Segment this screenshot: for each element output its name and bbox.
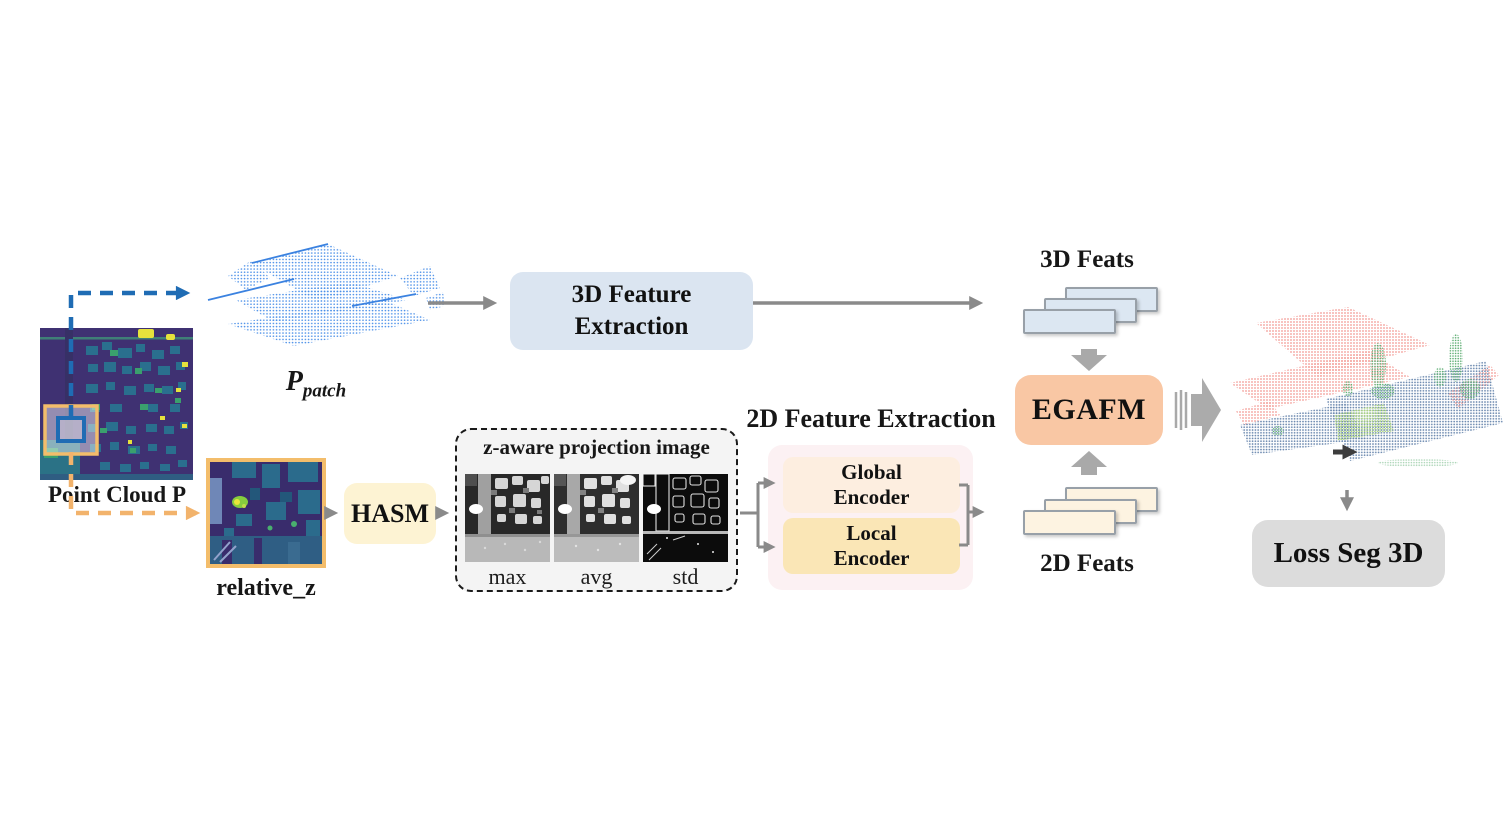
- z-aware-title: z-aware projection image: [483, 435, 710, 459]
- hasm-box: HASM: [344, 483, 436, 544]
- fe2d-container: Global Encoder Local Encoder: [768, 445, 973, 590]
- big-block-arrow-right-icon: [1174, 378, 1221, 442]
- p-patch-symbol: P: [285, 366, 303, 397]
- feats-3d-label: 3D Feats: [1040, 246, 1134, 273]
- point-cloud-p-label: Point Cloud P: [47, 482, 187, 507]
- relative-z-label: relative_z: [216, 575, 316, 601]
- projection-image-max: [465, 474, 550, 562]
- relative-z-image: [206, 458, 326, 568]
- projection-label-std: std: [672, 564, 699, 589]
- loss-seg-3d-box: Loss Seg 3D: [1252, 520, 1445, 587]
- block-arrow-up-icon: [1071, 451, 1107, 475]
- feats-2d-label: 2D Feats: [1040, 550, 1134, 577]
- projection-image-std: [643, 474, 728, 562]
- projection-label-avg: avg: [580, 564, 613, 589]
- patch-highlight-blue-box: [56, 416, 86, 443]
- feats-2d-stack: [1023, 487, 1158, 535]
- projection-label-max: max: [488, 564, 527, 589]
- z-aware-projection-panel: z-aware projection image: [455, 428, 738, 592]
- p-patch-point-cloud-image: [207, 243, 444, 346]
- p-patch-label: Ppatch: [246, 366, 386, 402]
- p-patch-subscript: patch: [302, 380, 347, 402]
- segmented-point-cloud-image: [1230, 307, 1503, 467]
- egafm-box: EGAFM: [1015, 375, 1163, 445]
- local-encoder-box: Local Encoder: [783, 518, 960, 574]
- feature-map-layer: [1023, 510, 1116, 535]
- fe2d-section-title: 2D Feature Extraction: [746, 404, 996, 433]
- feats-3d-stack: [1023, 287, 1158, 334]
- block-arrow-down-icon: [1071, 349, 1107, 371]
- point-cloud-p-image: [40, 328, 193, 480]
- feature-extraction-3d-box: 3D Feature Extraction: [510, 272, 753, 350]
- projection-image-avg: [554, 474, 639, 562]
- global-encoder-box: Global Encoder: [783, 457, 960, 513]
- feature-map-layer: [1023, 309, 1116, 334]
